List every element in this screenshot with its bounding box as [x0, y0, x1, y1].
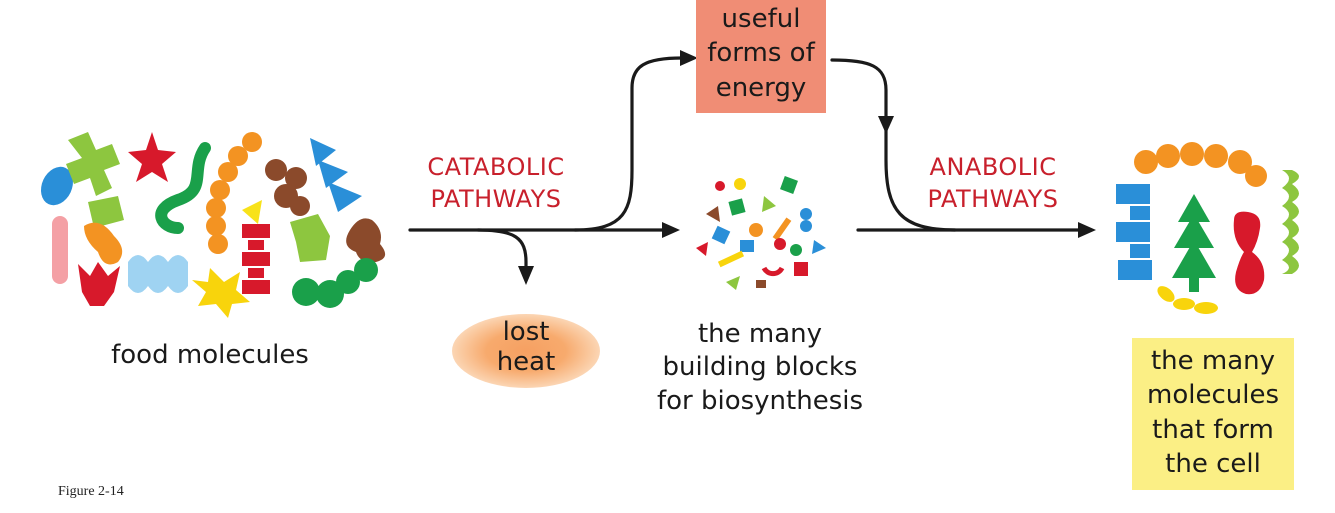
blocks-line-1: the many [697, 319, 823, 349]
cell-molecules-box [1132, 338, 1294, 490]
figure-caption: Figure 2-14 [58, 484, 124, 499]
catabolic-pathways-label: CATABOLIC PATHWAYS [408, 152, 584, 215]
green-tree [1172, 194, 1216, 292]
catabolic-line-2: PATHWAYS [430, 184, 562, 213]
energy-line-3: energy [715, 72, 807, 103]
cell-line-2: molecules [1147, 380, 1279, 411]
cell-line-4: the cell [1165, 448, 1261, 479]
light-blue-coil [128, 255, 188, 293]
energy-line-1: useful [721, 4, 801, 34]
heat-line-1: lost [502, 317, 550, 347]
red-star [128, 132, 176, 182]
cell-line-3: that form [1152, 414, 1274, 445]
energy-line-2: forms of [707, 38, 815, 69]
cell-line-1: the many [1150, 346, 1276, 376]
lime-cube [88, 196, 124, 228]
arrows [408, 56, 1082, 270]
arrowhead-blocks [662, 222, 680, 238]
cell-molecules-cluster [1116, 142, 1299, 314]
energy-branch-down [830, 58, 888, 120]
red-ladder [242, 224, 270, 294]
yellow-ovals [1157, 286, 1218, 314]
orange-bead-chain [206, 132, 262, 254]
blue-tree [310, 138, 362, 212]
heat-branch [476, 228, 528, 270]
blocks-line-2: building blocks [662, 352, 858, 383]
brown-blob [265, 159, 310, 216]
lime-bell [290, 214, 330, 262]
anabolic-pathways-label: ANABOLIC PATHWAYS [908, 152, 1078, 215]
energy-branch-up [573, 56, 684, 232]
orange-chain [1134, 142, 1267, 187]
arrowhead-energy-in [680, 50, 698, 66]
food-molecules-cluster [40, 132, 386, 318]
heat-glow [452, 314, 600, 388]
blocks-line-3: for biosynthesis [656, 385, 864, 416]
food-molecules-label: food molecules [96, 340, 324, 372]
arrowhead-cell [1078, 222, 1096, 238]
yellow-triangle [242, 200, 262, 224]
green-squiggle [155, 142, 211, 234]
red-tulip [78, 262, 120, 306]
energy-label: useful forms of energy [696, 2, 826, 105]
building-blocks-cluster [696, 176, 826, 290]
lime-wave [1282, 170, 1299, 274]
red-hourglass [1233, 211, 1265, 295]
energy-box [696, 0, 826, 113]
lost-heat-label: lost heat [460, 317, 592, 378]
blue-oval [40, 166, 74, 206]
arrowhead-heat [518, 266, 534, 285]
orange-dumbbell [84, 222, 123, 265]
arrowheads [518, 50, 1096, 285]
green-dots [292, 258, 378, 308]
brown-bone [346, 218, 386, 263]
yellow-splat [192, 268, 250, 318]
green-zigzag [66, 132, 120, 196]
catabolic-line-1: CATABOLIC [427, 153, 565, 181]
blue-ladder [1116, 184, 1152, 280]
building-blocks-label: the many building blocks for biosynthesi… [636, 318, 884, 418]
anabolic-line-1: ANABOLIC [929, 153, 1057, 181]
food-molecules-text: food molecules [111, 340, 309, 370]
pink-bar [52, 216, 68, 284]
heat-line-2: heat [496, 346, 556, 377]
anabolic-line-2: PATHWAYS [927, 184, 1059, 213]
arrowhead-energy-out [878, 116, 894, 134]
cell-molecules-label: the many molecules that form the cell [1132, 344, 1294, 481]
